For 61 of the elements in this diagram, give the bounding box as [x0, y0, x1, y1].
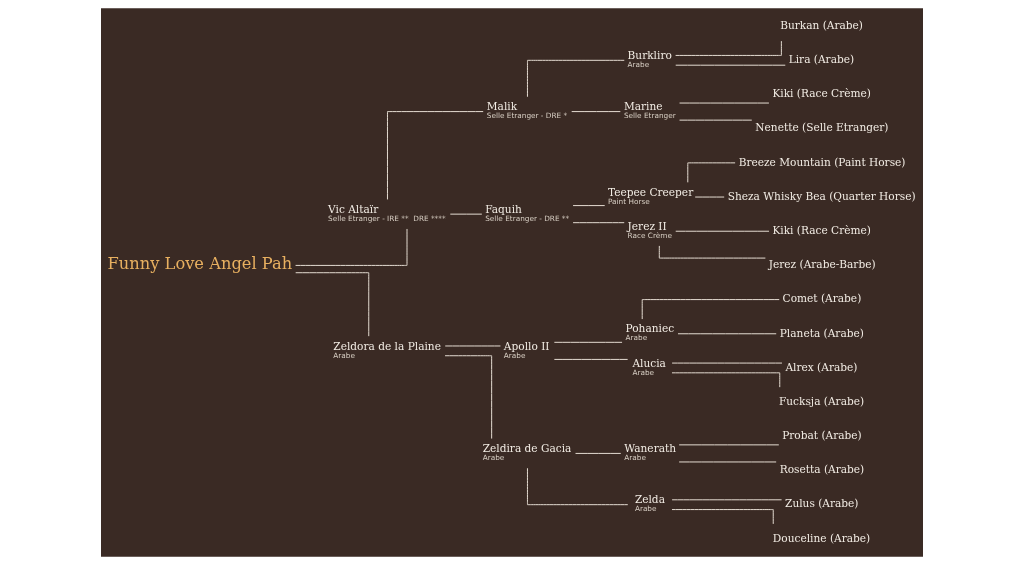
connector — [553, 358, 629, 360]
node-text: Marine Selle Etranger — [623, 100, 676, 121]
node-text: Funny Love Angel Pah — [107, 254, 293, 274]
connector — [694, 196, 725, 198]
node-text: Pohaniec Arabe — [625, 322, 675, 343]
connector — [444, 345, 501, 347]
node-text: Probat (Arabe) — [782, 429, 862, 442]
connector — [678, 461, 777, 463]
connector — [675, 64, 786, 66]
connector — [658, 245, 766, 259]
node-text: Zeldira de Gacia Arabe — [482, 442, 572, 463]
node-text: Douceline (Arabe) — [772, 531, 871, 544]
node-text: Kiki (Race Crème) — [772, 223, 871, 236]
node-text: Malik Selle Etranger - DRE * — [486, 100, 568, 121]
node-text: Nenette (Selle Etranger) — [755, 121, 889, 134]
node-text: Fucksja (Arabe) — [778, 394, 865, 407]
connector — [679, 119, 753, 121]
connector — [671, 362, 783, 364]
node-text: Lira (Arabe) — [788, 53, 855, 66]
connector — [295, 228, 408, 266]
node-text: Planeta (Arabe) — [779, 326, 864, 339]
connector — [387, 111, 484, 200]
node-text: Kiki (Race Crème) — [772, 87, 871, 100]
connector — [553, 341, 623, 343]
connector — [671, 372, 781, 388]
node-text: Alrex (Arabe) — [785, 360, 858, 373]
node-text: Burkliro Arabe — [627, 49, 672, 69]
connector — [526, 59, 625, 98]
node-text: Faquih Selle Etranger - DRE ** — [485, 202, 570, 223]
connector — [677, 333, 777, 335]
node-text: Sheza Whisky Bea (Quarter Horse) — [727, 189, 916, 202]
connector — [687, 162, 736, 183]
node-text: Comet (Arabe) — [782, 292, 862, 305]
node-text: Vic Altaïr Selle Etranger - IRE ** DRE **** — [328, 202, 446, 223]
connector — [295, 272, 370, 337]
connector — [526, 467, 629, 506]
node-text: Alucia Arabe — [632, 356, 666, 377]
connector — [675, 40, 782, 56]
connector — [671, 509, 774, 525]
node-text: Zulus (Arabe) — [785, 497, 859, 510]
connector — [449, 213, 483, 215]
node-text: Jerez II Race Crème — [627, 219, 672, 240]
node-text: Rosetta (Arabe) — [779, 463, 865, 476]
connector — [679, 102, 770, 104]
connector — [572, 222, 625, 224]
node-text: Zelda Arabe — [634, 493, 665, 514]
node-text: Burkan (Arabe) — [780, 18, 863, 31]
node-text: Breeze Mountain (Paint Horse) — [738, 155, 906, 168]
connector — [678, 444, 780, 446]
connector — [571, 111, 621, 113]
node-text: Jerez (Arabe-Barbe) — [768, 258, 876, 271]
connector — [575, 452, 622, 454]
connector — [675, 230, 770, 232]
node-text: Wanerath Arabe — [624, 442, 677, 463]
connector — [671, 499, 783, 501]
node-text: Apollo II Arabe — [503, 339, 550, 360]
node-text: Teepee Creeper Paint Horse — [608, 185, 694, 206]
connector — [572, 205, 606, 207]
connector — [641, 299, 780, 320]
connector — [444, 355, 493, 440]
node-text: Zeldora de la Plaine Arabe — [333, 339, 441, 360]
